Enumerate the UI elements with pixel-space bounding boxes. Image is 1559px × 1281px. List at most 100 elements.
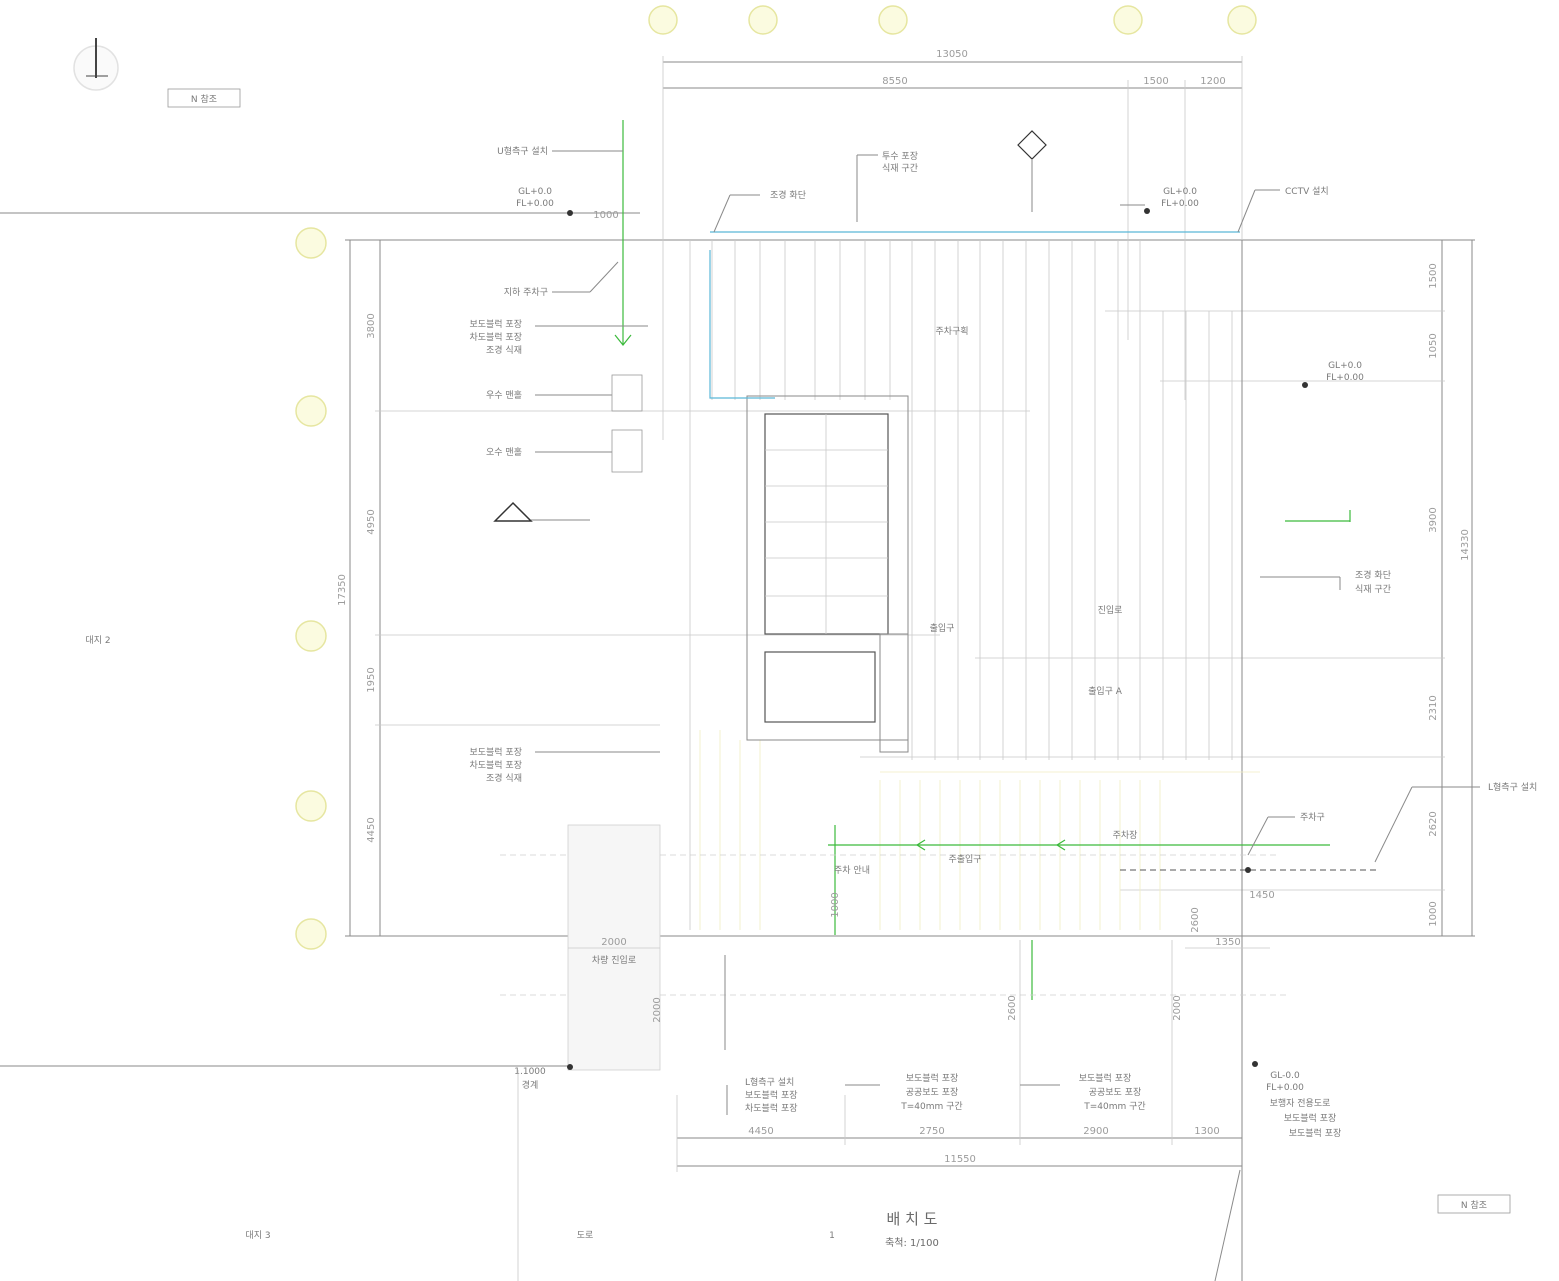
building-core: [746, 395, 909, 753]
site-boundary: [0, 212, 1475, 1067]
dim-lower-6: 2000: [1172, 995, 1183, 1020]
dim-bottom-seg-2: 2750: [919, 1126, 944, 1137]
drawing-scale: 축척: 1/100: [885, 1237, 939, 1249]
callouts-bottom: [726, 1084, 1060, 1115]
callout-center-0: 주차구획: [935, 325, 968, 337]
callout-bottom-7: 공공보도 포장: [1089, 1087, 1142, 1098]
callout-bottom-4: 공공보도 포장: [906, 1087, 959, 1098]
dim-top-seg-2: 1500: [1143, 76, 1168, 87]
bottom-label-3: 1: [829, 1231, 835, 1241]
dimension-lines-bottom: [568, 940, 1270, 1172]
callout-left-7: 조경 식재: [486, 344, 522, 356]
callout-top-5: CCTV 설치: [1285, 185, 1329, 197]
callout-right-5: 주차구: [1300, 811, 1325, 823]
callout-left-10: 보도블럭 포장: [469, 746, 522, 758]
section-marker-icon: [493, 130, 1047, 522]
dim-bottom-seg-3: 2900: [1083, 1126, 1108, 1137]
callout-left-2: FL+0.00: [516, 199, 554, 209]
callout-right-0: GL+0.0: [1328, 361, 1362, 371]
callout-right-2: 조경 화단: [1355, 569, 1391, 581]
dim-bottom-seg-1: 4450: [748, 1126, 773, 1137]
callout-bottom-8: T=40mm 구간: [1083, 1101, 1145, 1112]
callout-top-1: 투수 포장: [882, 151, 918, 162]
drawing-title: 배 치 도: [887, 1210, 938, 1228]
callout-center-3: 출입구 A: [1088, 685, 1123, 697]
callout-right-3: 식재 구간: [1355, 584, 1391, 595]
dim-bottom-seg-4: 1300: [1194, 1126, 1219, 1137]
callout-center-4: 주차장: [1113, 829, 1138, 841]
callouts-top: [713, 154, 1280, 233]
north-tag-box: [167, 88, 241, 108]
callout-bottom-1: 보도블럭 포장: [745, 1089, 798, 1101]
callout-bottom-13: 보도블럭 포장: [1289, 1127, 1342, 1139]
callout-bottom-2: 차도블럭 포장: [745, 1102, 798, 1114]
dim-lower-4: 1000: [830, 892, 841, 917]
grid-axis-bubbles-top: [648, 5, 1257, 35]
green-guide-lines: [614, 120, 1351, 1000]
dim-lower-7: 2600: [1190, 907, 1201, 932]
dim-top-seg-1: 8550: [882, 76, 907, 87]
dimension-lines-right: [860, 240, 1473, 936]
callout-bottom-3: 보도블럭 포장: [906, 1072, 959, 1084]
callout-center-1: 출입구: [930, 622, 955, 634]
dim-top-total: 13050: [936, 49, 968, 60]
callout-bottom-6: 보도블럭 포장: [1079, 1072, 1132, 1084]
callout-left-3: 1.1000: [514, 1067, 546, 1077]
level-marker-icon: [567, 208, 1308, 1070]
callout-bottom-0: L형측구 설치: [745, 1076, 794, 1088]
dim-left-total: 17350: [337, 574, 348, 606]
callout-bottom-11: 보행자 전용도로: [1270, 1097, 1331, 1109]
callout-left-9: 오수 맨홀: [486, 446, 522, 458]
dim-left-seg-3: 1950: [366, 667, 377, 692]
dimension-lines-top: [662, 56, 1243, 440]
north-arrow-icon: [73, 38, 119, 91]
cyan-boundary-lines: [709, 231, 1240, 399]
parking-stall-lines: [689, 240, 1243, 1281]
callout-bottom-5: T=40mm 구간: [900, 1101, 962, 1112]
left-area-label: 대지 2: [85, 635, 110, 646]
dim-lower-2: 1350: [1215, 937, 1240, 948]
callout-left-1: GL+0.0: [518, 187, 552, 197]
callout-top-0: 조경 화단: [770, 189, 806, 201]
callout-top-2: 식재 구간: [882, 163, 918, 174]
callout-center-2: 진입로: [1098, 604, 1123, 616]
callout-bottom-12: 보도블럭 포장: [1284, 1112, 1337, 1124]
callouts-right: [1247, 576, 1480, 863]
dim-right-seg-4: 2310: [1428, 695, 1439, 720]
dim-lower-5: 2600: [1007, 995, 1018, 1020]
dim-right-total: 14330: [1460, 529, 1471, 561]
dim-left-seg-1: 3800: [366, 313, 377, 338]
dim-lower-3: 2000: [652, 997, 663, 1022]
callout-center-6: 주출입구: [948, 853, 981, 865]
callout-left-4: 지하 주차구: [504, 286, 548, 298]
dim-lower-9: 1000: [593, 210, 618, 221]
callout-left-0: U형측구 설치: [497, 145, 548, 157]
dim-top-seg-3: 1200: [1200, 76, 1225, 87]
dim-bottom-total: 11550: [944, 1154, 976, 1165]
dim-right-seg-3: 3900: [1428, 507, 1439, 532]
dim-right-seg-1: 1500: [1428, 263, 1439, 288]
dimension-lines-left: [349, 240, 1030, 936]
callout-right-4: L형측구 설치: [1488, 781, 1537, 793]
bottom-label-2: 도로: [577, 1231, 594, 1241]
callout-left-12: 조경 식재: [486, 772, 522, 784]
north-tag: N 참조: [191, 94, 217, 105]
callout-center-5: 주차 안내: [834, 864, 870, 876]
callout-left-11: 차도블럭 포장: [469, 759, 522, 771]
callout-left-5: 보도블럭 포장: [469, 318, 522, 330]
callout-left-8: 우수 맨홀: [486, 389, 522, 401]
hatched-entry-zone: [567, 824, 661, 1071]
dim-lower-8: 1450: [1249, 890, 1274, 901]
callout-left-13: 경계: [522, 1079, 539, 1091]
bottom-right-tag: N 참조: [1461, 1200, 1487, 1211]
grid-axis-bubbles-left: [295, 227, 327, 950]
dim-left-seg-4: 4450: [366, 817, 377, 842]
dim-right-seg-6: 1000: [1428, 901, 1439, 926]
dim-lower-1: 2000: [601, 937, 626, 948]
callout-left-6: 차도블럭 포장: [469, 331, 522, 343]
bottom-label-1: 대지 3: [245, 1230, 270, 1241]
callout-bottom-10: FL+0.00: [1266, 1083, 1304, 1093]
dim-right-seg-5: 2620: [1428, 811, 1439, 836]
callout-top-3: GL+0.0: [1163, 187, 1197, 197]
